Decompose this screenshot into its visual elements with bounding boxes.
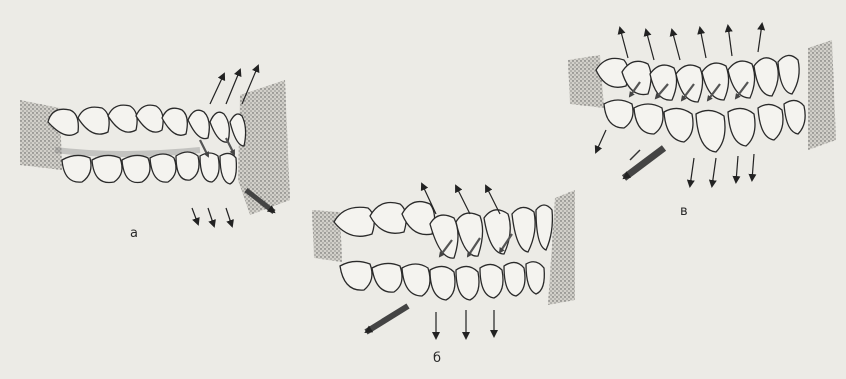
panel-a-upper-tooth xyxy=(188,110,209,138)
force-arrow-icon xyxy=(672,30,680,60)
panel-v-upper-tooth xyxy=(754,58,778,96)
panel-v-lower-tooth xyxy=(784,100,805,134)
panel-a-lower-tooth xyxy=(122,155,150,182)
force-arrow-icon xyxy=(226,208,232,226)
panel-b-lower-tooth xyxy=(402,264,430,296)
force-arrow-icon xyxy=(456,186,470,214)
panel-a-lower-tooth xyxy=(176,152,199,180)
bold-shift-arrow-icon xyxy=(366,306,408,332)
panel-b-upper-tooth xyxy=(512,207,535,252)
panel-v-lower-tooth xyxy=(604,100,633,128)
force-arrow-icon xyxy=(728,26,732,56)
panel-a-upper-tooth xyxy=(108,105,137,132)
panel-b-upper-tooth xyxy=(402,202,435,235)
panel-v-lower-tooth xyxy=(664,108,693,142)
panel-a-gum-line xyxy=(55,150,200,154)
force-arrow-icon xyxy=(210,74,224,104)
panel-v-lower-tooth xyxy=(728,108,755,146)
force-arrow-icon xyxy=(208,208,214,226)
force-arrow-icon xyxy=(226,138,234,154)
panel-v-upper-tooth xyxy=(622,61,651,94)
panel-b-upper-tooth xyxy=(370,203,406,234)
panel-b-upper-tooth xyxy=(536,205,552,250)
panel-label-a: а xyxy=(130,226,138,241)
panel-v-gum-right xyxy=(808,40,836,150)
force-arrow-icon xyxy=(226,70,240,104)
panel-b-upper-tooth xyxy=(456,213,483,256)
panel-b-lower-tooth xyxy=(526,262,544,294)
panel-a-upper-tooth xyxy=(230,114,246,146)
panel-v-upper-tooth xyxy=(676,65,703,102)
panel-v-upper-tooth xyxy=(650,65,677,100)
panel-v-lower-tooth xyxy=(758,104,783,140)
panel-label-b: б xyxy=(433,351,441,366)
force-arrow-icon xyxy=(596,130,606,152)
panel-a-lower-tooth xyxy=(150,154,176,182)
panel-b-lower-tooth xyxy=(372,263,402,292)
bold-shift-arrow-icon xyxy=(624,148,664,178)
panel-a-lower-tooth xyxy=(220,153,236,184)
panel-a-upper-tooth xyxy=(78,107,109,134)
panel-b-lower-tooth xyxy=(504,262,525,296)
panel-b-jaw xyxy=(312,190,575,305)
panel-b-lower-tooth xyxy=(456,266,479,300)
panel-a-lower-tooth xyxy=(92,155,122,182)
force-arrow-icon xyxy=(192,208,198,224)
panel-v-lower-tooth xyxy=(696,110,725,152)
panel-a-gum-right xyxy=(238,80,290,215)
force-arrow-icon xyxy=(758,24,762,52)
panel-v-upper-tooth xyxy=(778,55,799,94)
panel-v-lower-tooth xyxy=(634,104,663,134)
panel-a-upper-tooth xyxy=(162,108,187,135)
panel-label-v: в xyxy=(680,204,688,219)
panel-v-jaw xyxy=(568,40,836,152)
panel-v-upper-tooth xyxy=(702,63,729,100)
panel-b-upper-tooth xyxy=(484,210,510,254)
panel-b-gum-right xyxy=(548,190,575,305)
force-arrow-icon xyxy=(700,28,706,58)
force-arrow-icon xyxy=(620,28,628,58)
panel-b-lower-tooth xyxy=(430,266,455,300)
force-arrow-icon xyxy=(690,158,694,186)
panel-b-lower-tooth xyxy=(480,264,503,298)
force-arrow-icon xyxy=(712,158,716,186)
panel-a-lower-tooth xyxy=(200,153,219,182)
panel-a-upper-tooth xyxy=(136,105,163,132)
panel-v-gum-left xyxy=(568,55,604,108)
panel-a-lower-tooth xyxy=(62,155,91,182)
force-arrow-icon xyxy=(630,150,640,160)
force-arrow-icon xyxy=(752,154,754,180)
force-arrow-icon xyxy=(646,30,654,60)
force-arrow-icon xyxy=(736,156,738,182)
panel-b-lower-tooth xyxy=(340,261,372,290)
panel-a-upper-tooth xyxy=(210,112,229,142)
